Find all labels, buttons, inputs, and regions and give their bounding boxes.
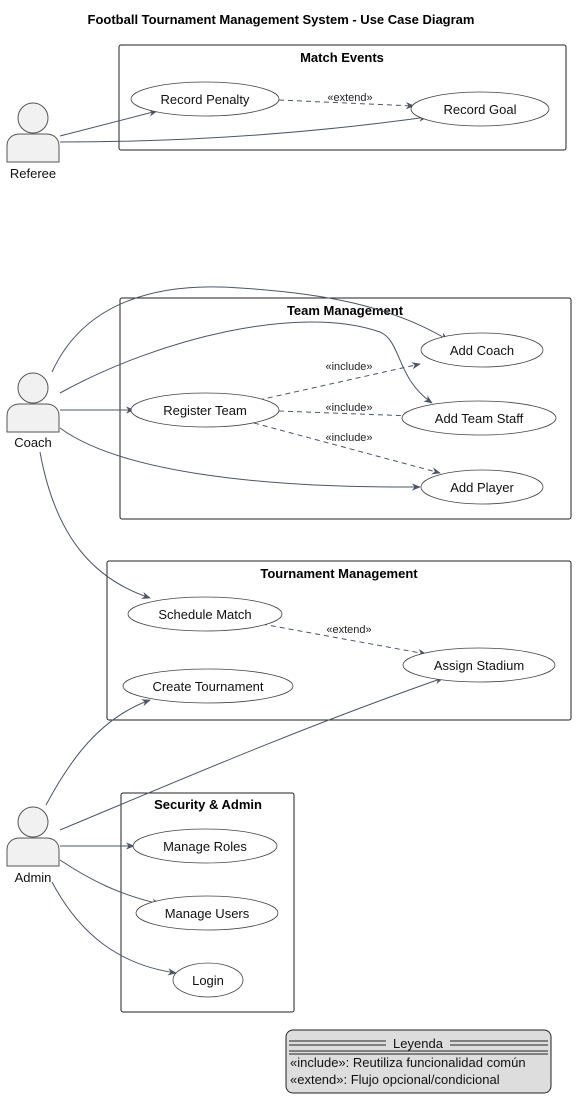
use-case-label: Manage Roles xyxy=(163,839,247,854)
use-case-record-penalty: Record Penalty xyxy=(130,81,280,117)
edge-coach-add-coach xyxy=(51,286,449,373)
stereotype-extend-2: «extend» xyxy=(326,624,371,636)
use-case-label: Schedule Match xyxy=(158,607,251,622)
package-title-security-admin: Security & Admin xyxy=(154,797,262,812)
use-case-manage-roles: Manage Roles xyxy=(132,828,278,864)
edge-referee-record-goal xyxy=(59,114,428,143)
use-case-record-goal: Record Goal xyxy=(410,91,550,127)
use-case-label: Record Goal xyxy=(444,102,517,117)
actor-referee: Referee xyxy=(6,102,60,181)
edge-extend-schedule-assign xyxy=(261,623,427,657)
use-case-schedule-match: Schedule Match xyxy=(127,596,283,632)
use-case-assign-stadium: Assign Stadium xyxy=(402,647,556,683)
use-case-label: Add Player xyxy=(450,480,514,495)
stereotype-extend-1: «extend» xyxy=(327,92,372,104)
actor-coach: Coach xyxy=(6,372,60,450)
use-case-label: Register Team xyxy=(163,403,247,418)
stereotype-include-3: «include» xyxy=(325,432,372,444)
edge-coach-add-player xyxy=(59,427,421,491)
use-case-manage-users: Manage Users xyxy=(135,895,279,931)
use-case-label: Login xyxy=(192,973,224,988)
edge-extend-penalty-goal xyxy=(278,99,415,110)
edge-referee-record-penalty xyxy=(59,109,158,137)
use-case-label: Add Coach xyxy=(450,343,514,358)
package-title-tournament-management: Tournament Management xyxy=(260,566,418,581)
diagram-title: Football Tournament Management System - … xyxy=(88,12,475,27)
stereotype-include-1: «include» xyxy=(325,361,372,373)
stereotype-include-2: «include» xyxy=(325,402,372,414)
use-case-label: Add Team Staff xyxy=(435,411,524,426)
use-case-label: Record Penalty xyxy=(161,92,250,107)
actor-label-coach: Coach xyxy=(14,435,52,450)
edge-admin-assign-stadium xyxy=(59,677,444,831)
legend-extend-line: «extend»: Flujo opcional/condicional xyxy=(290,1072,500,1087)
use-case-label: Assign Stadium xyxy=(434,658,524,673)
actor-icon xyxy=(6,372,60,433)
actor-icon xyxy=(6,806,60,867)
package-title-match-events: Match Events xyxy=(300,50,384,65)
use-case-add-player: Add Player xyxy=(420,469,544,505)
actor-icon xyxy=(6,102,60,163)
legend-title: Leyenda xyxy=(393,1036,444,1051)
edge-admin-create-tournament xyxy=(45,699,151,806)
use-case-label: Create Tournament xyxy=(152,679,263,694)
actor-label-referee: Referee xyxy=(10,166,56,181)
edge-admin-manage-users xyxy=(59,859,161,906)
edge-coach-schedule-match xyxy=(39,451,151,599)
use-case-register-team: Register Team xyxy=(130,392,280,428)
edge-include-register-add-staff xyxy=(278,410,413,420)
use-case-add-coach: Add Coach xyxy=(420,332,544,368)
actor-label-admin: Admin xyxy=(15,870,52,885)
actor-admin: Admin xyxy=(6,806,60,885)
edges: «extend» «include» «include» «include» «… xyxy=(39,92,449,976)
use-case-create-tournament: Create Tournament xyxy=(122,668,294,704)
edge-admin-login xyxy=(51,881,177,976)
use-case-add-team-staff: Add Team Staff xyxy=(401,400,557,436)
use-case-login: Login xyxy=(172,962,244,998)
package-title-team-management: Team Management xyxy=(287,303,404,318)
use-case-label: Manage Users xyxy=(165,906,250,921)
legend-include-line: «include»: Reutiliza funcionalidad común xyxy=(290,1055,526,1070)
legend: Leyenda «include»: Reutiliza funcionalid… xyxy=(285,1029,552,1094)
edge-include-register-add-coach xyxy=(258,362,421,401)
